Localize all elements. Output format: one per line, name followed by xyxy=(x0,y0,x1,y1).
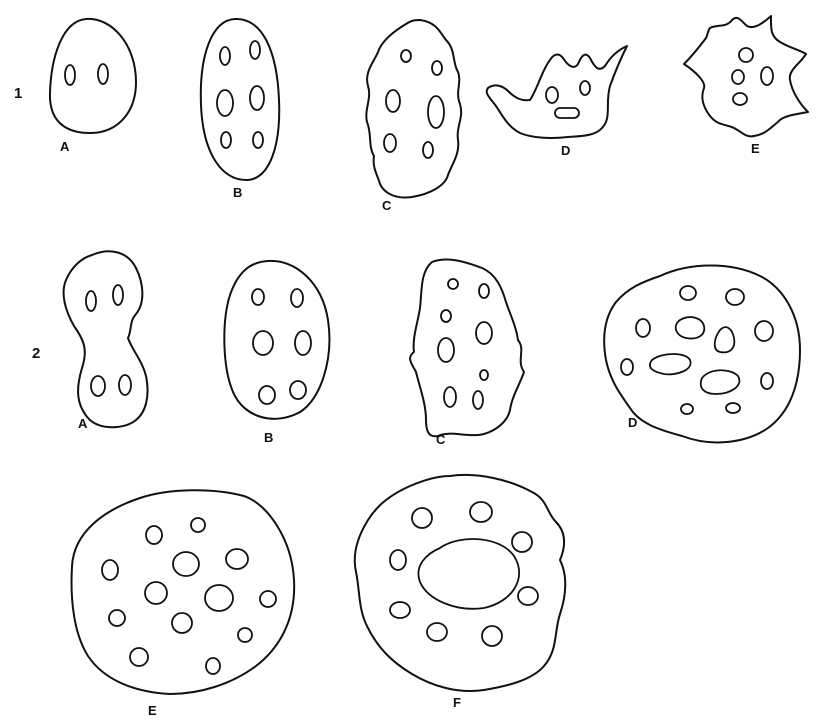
specimen-1c: C xyxy=(366,20,461,213)
specimen-2f: F xyxy=(355,475,566,710)
specimen-label-1b: B xyxy=(233,185,242,200)
specimen-2b: B xyxy=(224,261,329,445)
specimen-label-1e: E xyxy=(751,141,760,156)
specimen-2c: C xyxy=(410,260,524,447)
specimen-1d: D xyxy=(487,46,627,158)
specimen-label-1a: A xyxy=(60,139,70,154)
specimen-2a: A xyxy=(64,251,148,431)
specimen-label-2c: C xyxy=(436,432,446,447)
specimen-2d: D xyxy=(604,266,800,443)
specimen-2e: E xyxy=(72,490,295,718)
specimen-label-1c: C xyxy=(382,198,392,213)
specimen-1b: B xyxy=(201,19,279,200)
specimen-label-2b: B xyxy=(264,430,273,445)
specimen-label-2a: A xyxy=(78,416,88,431)
specimen-1a: A xyxy=(50,19,136,154)
specimen-label-1d: D xyxy=(561,143,570,158)
row-label-2: 2 xyxy=(32,345,40,362)
specimen-label-2f: F xyxy=(453,695,461,710)
specimen-1e: E xyxy=(684,16,808,156)
specimen-label-2e: E xyxy=(148,703,157,718)
row-label-1: 1 xyxy=(14,85,22,102)
specimen-label-2d: D xyxy=(628,415,637,430)
